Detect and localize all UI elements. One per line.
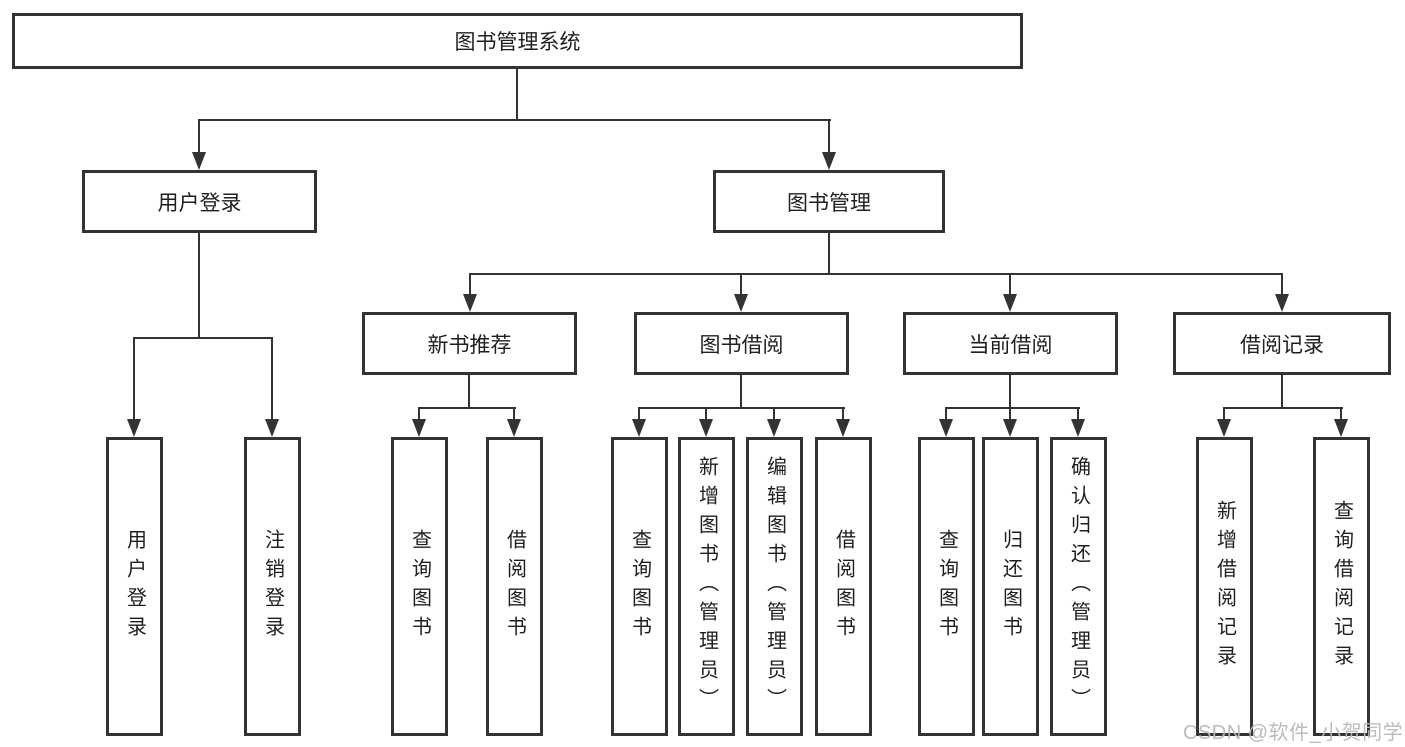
- connector-line: [469, 273, 1283, 275]
- connector-line: [1009, 375, 1011, 409]
- node-borrow-records-label: 借阅记录: [1240, 333, 1324, 357]
- node-new-book-recommend-label: 新书推荐: [427, 333, 512, 357]
- connector-line: [418, 407, 516, 409]
- leaf-current-query-books: 查询图书: [918, 437, 975, 736]
- arrowhead-icon: [1071, 419, 1085, 437]
- node-current-borrow: 当前借阅: [903, 312, 1118, 375]
- arrowhead-icon: [767, 419, 781, 437]
- leaf-add-borrow-record: 新增借阅记录: [1196, 437, 1253, 736]
- arrowhead-icon: [463, 294, 477, 312]
- leaf-add-books-admin-label: 新增图书（管理员）: [695, 456, 718, 717]
- leaf-return-books-label: 归还图书: [999, 528, 1022, 645]
- arrowhead-icon: [1217, 419, 1231, 437]
- arrowhead-icon: [699, 419, 713, 437]
- connector-line: [516, 69, 518, 121]
- node-user-login: 用户登录: [82, 170, 317, 233]
- leaf-borrow-query-books: 查询图书: [611, 437, 668, 736]
- arrowhead-icon: [734, 294, 748, 312]
- connector-line: [740, 375, 742, 409]
- node-book-borrow: 图书借阅: [634, 312, 849, 375]
- leaf-borrow-books: 借阅图书: [815, 437, 872, 736]
- connector-line: [828, 119, 830, 155]
- node-book-management-label: 图书管理: [787, 191, 871, 215]
- connector-line: [198, 119, 831, 121]
- leaf-confirm-return-admin-label: 确认归还（管理员）: [1067, 456, 1090, 717]
- connector-line: [468, 375, 470, 409]
- node-root: 图书管理系统: [12, 13, 1023, 69]
- leaf-logout-label: 注销登录: [261, 528, 284, 645]
- leaf-current-query-books-label: 查询图书: [935, 528, 958, 645]
- leaf-recommend-borrow-books-label: 借阅图书: [503, 528, 526, 645]
- arrowhead-icon: [1003, 294, 1017, 312]
- leaf-recommend-query-books-label: 查询图书: [408, 528, 431, 645]
- arrowhead-icon: [1275, 294, 1289, 312]
- node-new-book-recommend: 新书推荐: [362, 312, 577, 375]
- arrowhead-icon: [836, 419, 850, 437]
- node-current-borrow-label: 当前借阅: [968, 333, 1053, 357]
- leaf-query-borrow-record-label: 查询借阅记录: [1330, 499, 1353, 674]
- connector-line: [418, 407, 420, 421]
- node-borrow-records: 借阅记录: [1173, 312, 1391, 375]
- arrowhead-icon: [127, 419, 141, 437]
- arrowhead-icon: [1003, 419, 1017, 437]
- leaf-edit-books-admin-label: 编辑图书（管理员）: [763, 456, 786, 717]
- connector-line: [1281, 273, 1283, 297]
- leaf-borrow-books-label: 借阅图书: [832, 528, 855, 645]
- arrowhead-icon: [1334, 419, 1348, 437]
- connector-line: [638, 407, 640, 421]
- csdn-watermark: CSDN @软件_小贺同学: [1183, 722, 1404, 744]
- connector-line: [133, 337, 135, 422]
- connector-line: [828, 233, 830, 273]
- connector-line: [1009, 407, 1011, 421]
- connector-line: [705, 407, 707, 421]
- connector-line: [1077, 407, 1079, 421]
- leaf-confirm-return-admin: 确认归还（管理员）: [1050, 437, 1107, 736]
- connector-line: [469, 273, 471, 297]
- connector-line: [513, 407, 515, 421]
- leaf-add-borrow-record-label: 新增借阅记录: [1213, 499, 1236, 674]
- connector-line: [1223, 407, 1225, 421]
- connector-line: [1340, 407, 1342, 421]
- node-book-borrow-label: 图书借阅: [699, 333, 784, 357]
- leaf-user-login-label: 用户登录: [123, 528, 146, 645]
- arrowhead-icon: [192, 152, 206, 170]
- node-user-login-label: 用户登录: [157, 191, 242, 215]
- leaf-query-borrow-record: 查询借阅记录: [1313, 437, 1370, 736]
- leaf-return-books: 归还图书: [982, 437, 1039, 736]
- leaf-recommend-query-books: 查询图书: [391, 437, 448, 736]
- connector-line: [1009, 273, 1011, 297]
- connector-line: [773, 407, 775, 421]
- connector-line: [1223, 407, 1343, 409]
- connector-line: [198, 119, 200, 155]
- connector-line: [133, 337, 273, 339]
- connector-line: [638, 407, 845, 409]
- connector-line: [842, 407, 844, 421]
- arrowhead-icon: [939, 419, 953, 437]
- connector-line: [740, 273, 742, 297]
- leaf-edit-books-admin: 编辑图书（管理员）: [746, 437, 803, 736]
- arrowhead-icon: [265, 419, 279, 437]
- node-book-management: 图书管理: [713, 170, 945, 233]
- node-root-label: 图书管理系统: [454, 31, 581, 54]
- leaf-borrow-query-books-label: 查询图书: [628, 528, 651, 645]
- leaf-add-books-admin: 新增图书（管理员）: [678, 437, 735, 736]
- arrowhead-icon: [822, 152, 836, 170]
- connector-line: [945, 407, 947, 421]
- leaf-recommend-borrow-books: 借阅图书: [486, 437, 543, 736]
- arrowhead-icon: [412, 419, 426, 437]
- connector-line: [945, 407, 1080, 409]
- connector-line: [1281, 375, 1283, 409]
- leaf-user-login: 用户登录: [106, 437, 163, 736]
- arrowhead-icon: [632, 419, 646, 437]
- connector-line: [198, 233, 200, 337]
- leaf-logout: 注销登录: [244, 437, 301, 736]
- connector-line: [271, 337, 273, 422]
- arrowhead-icon: [507, 419, 521, 437]
